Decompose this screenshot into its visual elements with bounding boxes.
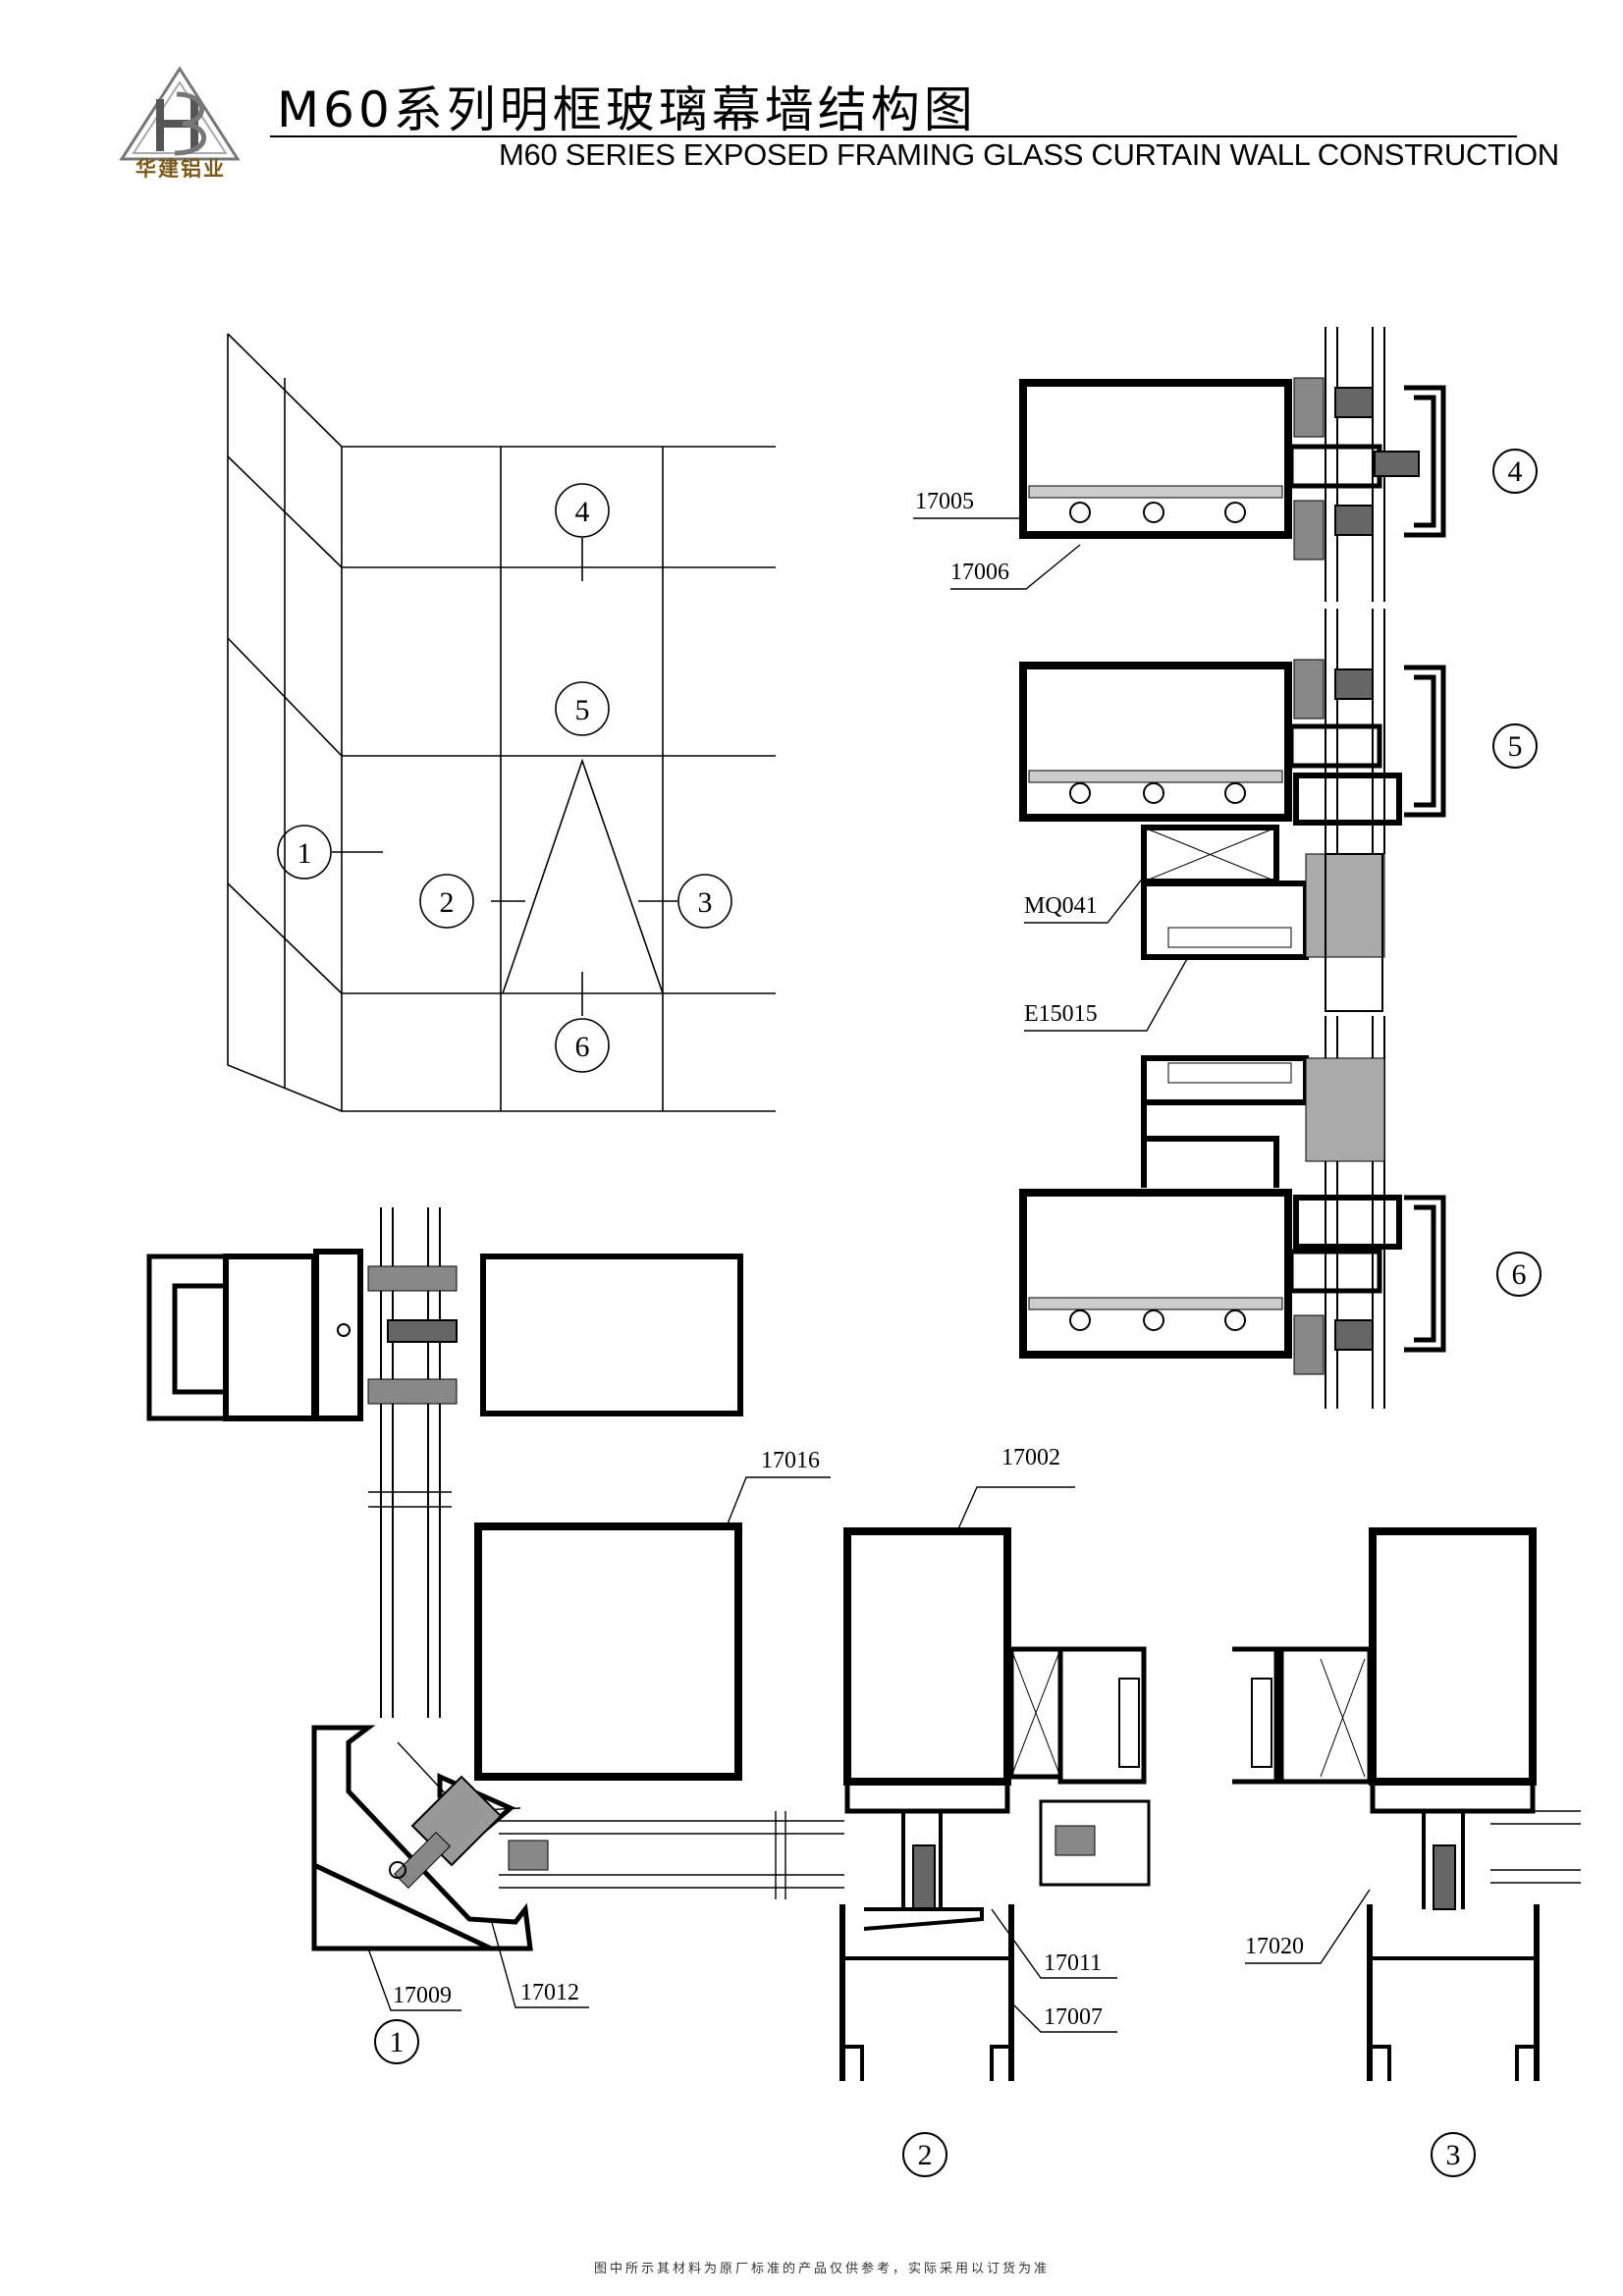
logo-text: 华建铝业 bbox=[135, 157, 226, 181]
part-label-17005: 17005 bbox=[915, 489, 974, 514]
index-marker-6: 6 bbox=[575, 1031, 590, 1063]
part-label-17002: 17002 bbox=[1001, 1445, 1060, 1470]
part-label-E15015: E15015 bbox=[1024, 1001, 1098, 1027]
header-rule bbox=[270, 135, 1517, 137]
part-label-MQ041: MQ041 bbox=[1024, 893, 1098, 919]
section-4-detail: 4 17005 17006 bbox=[913, 327, 1538, 602]
section-5-detail: 5 MQ041 E15015 bbox=[1019, 609, 1538, 1032]
part-label-17009: 17009 bbox=[393, 1983, 452, 2008]
company-logo bbox=[116, 65, 243, 181]
part-label-17011: 17011 bbox=[1044, 1950, 1102, 1976]
part-label-17012: 17012 bbox=[520, 1980, 579, 2005]
section-marker-3: 3 bbox=[1446, 2139, 1461, 2171]
section-1-detail: 1 17016 17009 17012 bbox=[146, 1207, 844, 2064]
footnote: 图中所示其材料为原厂标准的产品仅供参考，实际采用以订货为准 bbox=[594, 2262, 1051, 2276]
section-2-detail: 2 17002 17011 17007 bbox=[839, 1445, 1151, 2177]
index-marker-4: 4 bbox=[575, 496, 590, 528]
index-marker-2: 2 bbox=[440, 886, 455, 919]
section-6-detail: 6 bbox=[1019, 1016, 1542, 1409]
index-marker-5: 5 bbox=[575, 694, 590, 726]
section-marker-2: 2 bbox=[918, 2139, 933, 2171]
index-marker-3: 3 bbox=[698, 886, 713, 919]
part-label-17007: 17007 bbox=[1044, 2004, 1103, 2030]
part-label-17020: 17020 bbox=[1245, 1934, 1304, 1959]
part-label-17016: 17016 bbox=[761, 1448, 820, 1473]
section-marker-5: 5 bbox=[1508, 730, 1523, 763]
section-marker-6: 6 bbox=[1512, 1258, 1527, 1291]
section-marker-1: 1 bbox=[390, 2026, 405, 2058]
section-marker-4: 4 bbox=[1508, 455, 1523, 488]
elevation-index: 4 5 1 2 3 6 bbox=[227, 333, 776, 1112]
page-title-english: M60 SERIES EXPOSED FRAMING GLASS CURTAIN… bbox=[499, 137, 1559, 172]
section-3-detail: 3 17020 bbox=[1232, 1527, 1581, 2177]
page-title-chinese: M60系列明框玻璃幕墙结构图 bbox=[277, 81, 977, 138]
index-marker-1: 1 bbox=[298, 837, 312, 870]
part-label-17006: 17006 bbox=[950, 560, 1009, 585]
